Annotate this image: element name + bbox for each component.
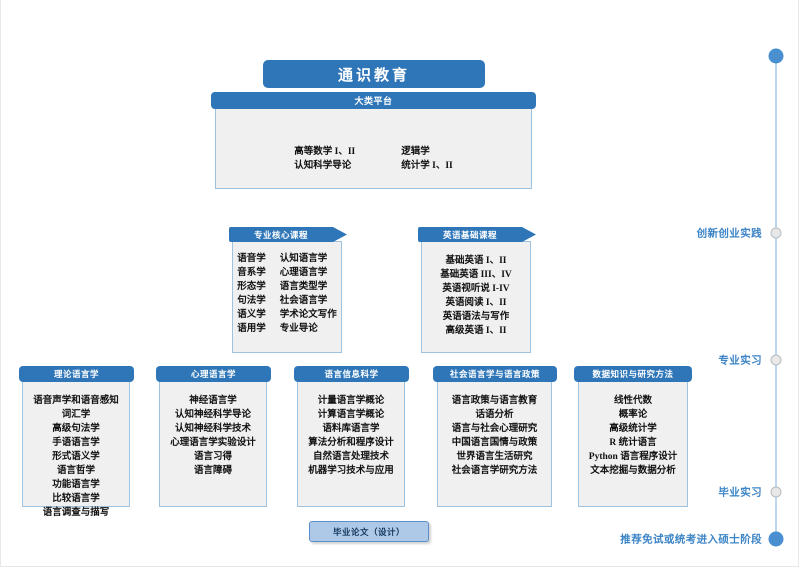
course-item: 基础英语 I、II (445, 256, 507, 266)
course-item: 语音学 (237, 254, 266, 264)
direction-header: 心理语言学 (156, 366, 271, 382)
course-item: 形态学 (237, 282, 266, 292)
course-item: 词汇学 (61, 410, 91, 420)
core-column-left: 语音学 音系学 形态学 句法学 语义学 语用学 (237, 252, 266, 336)
course-item: 高级句法学 (52, 424, 100, 434)
course-item: 语言障碍 (193, 466, 232, 476)
core-column-right: 认知语言学 心理语言学 语言类型学 社会语言学 学术论文写作 专业导论 (280, 252, 337, 336)
direction-header: 理论语言学 (19, 366, 134, 382)
direction-panel: 计量语言学概论计算语言学概论语料库语言学算法分析和程序设计自然语言处理技术机器学… (297, 381, 405, 507)
course-item: 认知科学导论 (294, 161, 352, 171)
platform-column-left: 高等数学 I、II 认知科学导论 (294, 145, 355, 173)
page-title: 通识教育 (263, 60, 485, 88)
course-item: 语言哲学 (56, 466, 95, 476)
timeline-label: 推荐免试或统考进入硕士阶段 (620, 533, 762, 546)
course-item: 中国语言国情与政策 (451, 438, 538, 448)
course-item: 英语语法与写作 (442, 312, 510, 322)
direction-header: 语言信息科学 (294, 366, 409, 382)
core-courses-list: 语音学 音系学 形态学 句法学 语义学 语用学 认知语言学 心理语言学 语言类型… (233, 252, 341, 336)
course-item: 语言政策与语言教育 (451, 396, 538, 406)
english-courses-header: 英语基础课程 (418, 227, 536, 242)
course-item: 专业导论 (279, 324, 318, 334)
course-item: 语言与社会心理研究 (451, 424, 538, 434)
direction-panel: 语言政策与语言教育话语分析语言与社会心理研究中国语言国情与政策世界语言生活研究社… (437, 381, 552, 507)
platform-columns: 高等数学 I、II 认知科学导论 逻辑学 统计学 I、II (294, 145, 452, 173)
course-item: 功能语言学 (52, 480, 100, 490)
course-item: 逻辑学 (401, 147, 430, 157)
direction-header: 数据知识与研究方法 (574, 366, 692, 382)
platform-panel: 高等数学 I、II 认知科学导论 逻辑学 统计学 I、II (215, 108, 532, 189)
direction-course-list: 计量语言学概论计算语言学概论语料库语言学算法分析和程序设计自然语言处理技术机器学… (298, 394, 404, 478)
timeline-node[interactable] (770, 227, 782, 239)
timeline-node[interactable] (770, 486, 782, 498)
course-item: 学术论文写作 (279, 310, 337, 320)
course-item: 神经语言学 (189, 396, 237, 406)
course-item: 认知神经科学导论 (174, 410, 251, 420)
course-item: 形式语义学 (52, 452, 100, 462)
course-item: 音系学 (237, 268, 266, 278)
direction-panel: 神经语言学认知神经科学导论认知神经科学技术心理语言学实验设计语言习得语言障碍 (159, 381, 267, 507)
course-item: 语料库语言学 (322, 424, 380, 434)
direction-course-list: 语音声学和语音感知词汇学高级句法学手语语言学形式语义学语言哲学功能语言学比较语言… (23, 394, 129, 520)
core-courses-header: 专业核心课程 (229, 227, 347, 242)
timeline-axis (775, 56, 777, 540)
english-courses-panel: 基础英语 I、II 基础英语 III、IV 英语视听说 I-IV 英语阅读 I、… (421, 241, 531, 353)
direction-course-list: 语言政策与语言教育话语分析语言与社会心理研究中国语言国情与政策世界语言生活研究社… (438, 394, 551, 478)
direction-panel: 线性代数概率论高级统计学 R 统计语言 Python 语言程序设计文本挖掘与数据分析 (578, 381, 688, 507)
timeline-node[interactable] (768, 531, 784, 547)
course-item: 语言调查与描写 (42, 508, 110, 518)
direction-course-list: 神经语言学认知神经科学导论认知神经科学技术心理语言学实验设计语言习得语言障碍 (160, 394, 266, 478)
timeline-label: 创新创业实践 (696, 227, 762, 240)
timeline-node[interactable] (770, 354, 782, 366)
course-item: 统计学 I、II (401, 161, 453, 171)
course-item: 社会语言学研究方法 (451, 466, 538, 476)
course-item: 高级统计学 (609, 424, 657, 434)
course-item: 语言类型学 (279, 282, 328, 292)
core-courses-panel: 语音学 音系学 形态学 句法学 语义学 语用学 认知语言学 心理语言学 语言类型… (232, 241, 342, 353)
practice-timeline: 创新创业实践专业实习毕业实习推荐免试或统考进入硕士阶段 (620, 48, 784, 547)
platform-header: 大类平台 (211, 92, 536, 109)
course-item: 认知神经科学技术 (174, 424, 251, 434)
course-item: 话语分析 (475, 410, 514, 420)
course-item: 比较语言学 (52, 494, 100, 504)
english-courses-list: 基础英语 I、II 基础英语 III、IV 英语视听说 I-IV 英语阅读 I、… (422, 254, 530, 338)
course-item: 计量语言学概论 (317, 396, 385, 406)
course-item: 社会语言学 (279, 296, 328, 306)
platform-column-right: 逻辑学 统计学 I、II (401, 145, 452, 173)
course-item: 英语视听说 I-IV (442, 284, 510, 294)
direction-panel: 语音声学和语音感知词汇学高级句法学手语语言学形式语义学语言哲学功能语言学比较语言… (22, 381, 130, 518)
course-item: 英语阅读 I、II (445, 298, 507, 308)
course-item: 世界语言生活研究 (456, 452, 533, 462)
course-item: 高等数学 I、II (294, 147, 356, 157)
course-item: 算法分析和程序设计 (308, 438, 394, 448)
course-item: 计算语言学概论 (317, 410, 385, 420)
course-item: 概率论 (618, 410, 648, 420)
thesis-button[interactable]: 毕业论文（设计） (309, 521, 429, 542)
course-item: 认知语言学 (279, 254, 328, 264)
course-item: 自然语言处理技术 (312, 452, 389, 462)
course-item: 语言习得 (193, 452, 232, 462)
course-item: 心理语言学 (279, 268, 328, 278)
course-item: 机器学习技术与应用 (308, 466, 394, 476)
course-item: 语用学 (237, 324, 266, 334)
course-item: 句法学 (237, 296, 266, 306)
course-item: 手语语言学 (52, 438, 100, 448)
platform-course-list: 高等数学 I、II 认知科学导论 逻辑学 统计学 I、II (216, 145, 531, 173)
course-item: 心理语言学实验设计 (170, 438, 256, 448)
timeline-label: 专业实习 (718, 354, 762, 367)
course-item: 线性代数 (613, 396, 652, 406)
course-item: 语义学 (237, 310, 266, 320)
course-item: R 统计语言 (609, 438, 657, 448)
direction-course-list: 线性代数概率论高级统计学 R 统计语言 Python 语言程序设计文本挖掘与数据分析 (579, 394, 687, 478)
core-columns: 语音学 音系学 形态学 句法学 语义学 语用学 认知语言学 心理语言学 语言类型… (237, 252, 337, 336)
course-item: 文本挖掘与数据分析 (590, 466, 676, 476)
course-item: 基础英语 III、IV (440, 270, 512, 280)
course-item: 语音声学和语音感知 (33, 396, 119, 406)
direction-header: 社会语言学与语言政策 (433, 366, 557, 382)
timeline-node[interactable] (768, 48, 784, 64)
course-item: 高级英语 I、II (445, 326, 507, 336)
course-item: Python 语言程序设计 (588, 452, 678, 462)
timeline-label: 毕业实习 (718, 486, 762, 499)
